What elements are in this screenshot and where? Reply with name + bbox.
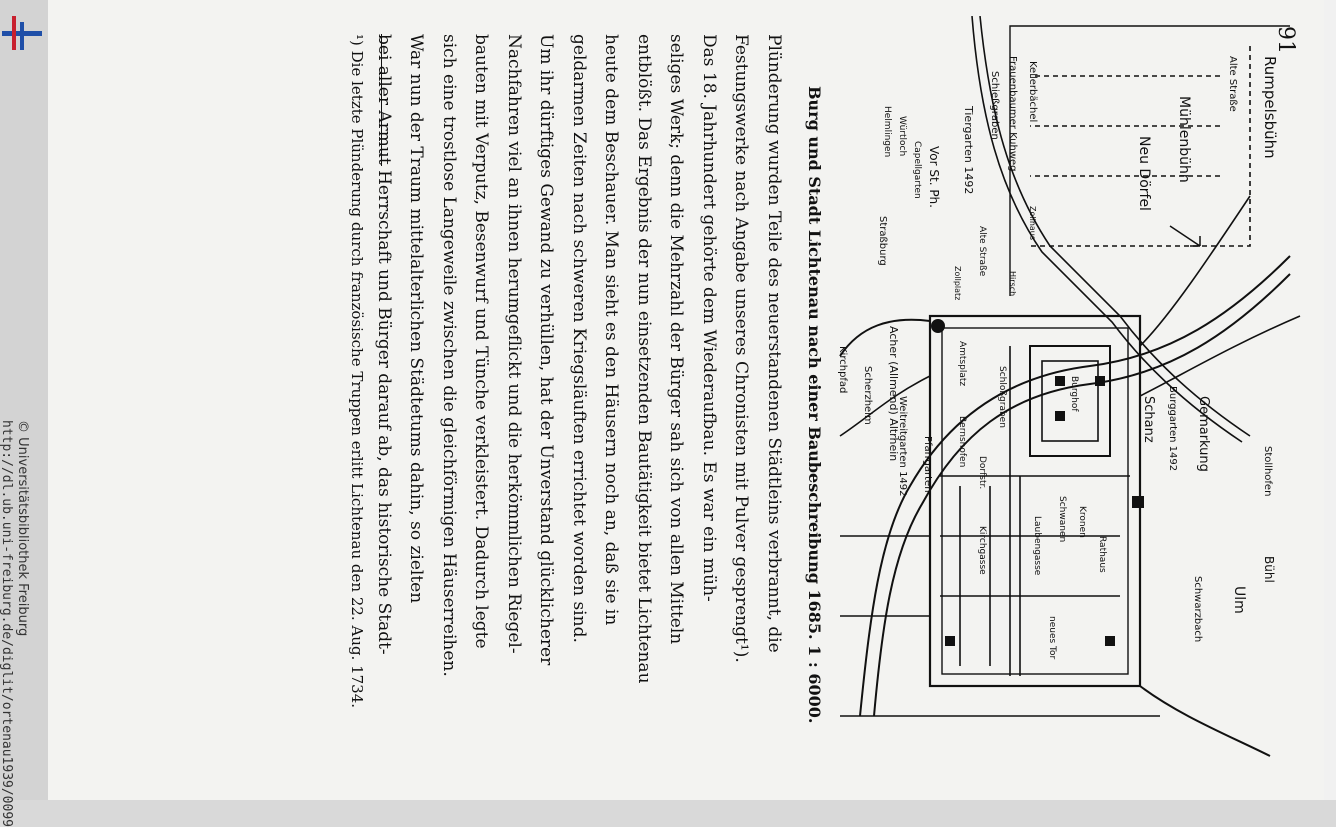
label-helmlingen: Helmlingen [882, 106, 892, 157]
label-schwanen: Schwanen [1057, 496, 1067, 542]
label-strassburg: Straßburg [877, 216, 888, 266]
label-alte-strasse-top: Alte Straße [1227, 56, 1238, 112]
label-buehl: Bühl [1262, 556, 1276, 583]
body-line: Festungswerke nach Angabe unseres Chroni… [731, 34, 752, 663]
label-dorfstrasse: Dorfstr. [977, 456, 987, 489]
label-hirsch: Hirsch [1008, 271, 1017, 296]
label-vor-strasse: Vor St. Ph. [927, 146, 941, 208]
copyright-notice: © Universitätsbibliothek Freiburg [15, 420, 30, 637]
source-url[interactable]: http://dl.ub.uni-freiburg.de/diglit/orte… [0, 420, 14, 827]
body-text: Plünderung wurden Teile des neuerstanden… [368, 34, 791, 734]
label-amtsplatz: Amtsplatz [957, 341, 967, 386]
body-line: bei aller Armut Herrschaft und Bürger da… [374, 34, 394, 655]
library-logo-icon [2, 16, 42, 50]
label-alte-strasse-mid: Alte Straße [977, 226, 987, 277]
label-bernhardshofen: Bernshofen [957, 416, 967, 467]
label-zollhaus: Zollhaus [1028, 206, 1037, 240]
sidebar: http://dl.ub.uni-freiburg.de/diglit/orte… [0, 0, 48, 827]
town-map: Rumpelsbühn Alte Straße Mühlenbühn Neu D… [837, 16, 1301, 757]
label-wuertloch: Würtloch [897, 116, 907, 156]
body-line: Um ihr dürftiges Gewand zu verhüllen, ha… [536, 34, 557, 666]
label-rathaus: Rathaus [1097, 536, 1107, 573]
body-line: sich eine trostlose Langeweile zwischen … [439, 34, 459, 677]
label-kirchpfad: Kirchpfad [837, 346, 848, 393]
label-laubengasse: Laubengasse [1032, 516, 1042, 576]
label-scherzheim: Scherzheim [862, 366, 873, 425]
scanned-page: 91 [48, 0, 1324, 800]
body-line: Plünderung wurden Teile des neuerstanden… [764, 34, 784, 653]
body-line: bauten mit Verputz, Besenwurf und Tünche… [471, 34, 492, 649]
body-line: geldarmen Zeiten nach schweren Kriegsläu… [569, 34, 589, 643]
label-kellerbaechel: Kellerbächel [1027, 61, 1038, 122]
label-schanz: Schanz [1141, 396, 1156, 443]
label-acher: Acher (Allmend) Altrhein [887, 326, 900, 461]
label-stollhofen: Stollhofen [1262, 446, 1273, 496]
body-line: seliges Werk; denn die Mehrzahl der Bürg… [666, 34, 687, 645]
body-line: Das 18. Jahrhundert gehörte dem Wiederau… [699, 34, 719, 602]
label-kronen: Kronen [1077, 506, 1087, 538]
label-pfarrgarten: Pfarrgarten [922, 436, 933, 493]
label-neues-tor: neues Tor [1047, 616, 1057, 660]
label-muehlenbuehn: Mühlenbühn [1176, 96, 1192, 183]
body-line: heute dem Beschauer. Man sieht es den Hä… [601, 34, 622, 626]
label-frauenbaumer-kuhweg: Frauenbaumer Kuhweg [1007, 56, 1018, 172]
body-line: Nachfahren viel an ihnen herumgeflickt u… [504, 34, 524, 654]
body-line: War nun der Traum mittelalterlichen Städ… [406, 34, 427, 604]
label-burggarten: Burggarten 1492 [1167, 386, 1178, 471]
label-schlossgraben: Schloßgraben [997, 366, 1007, 428]
label-ulm: Ulm [1231, 586, 1247, 614]
label-tiergarten: Tiergarten 1492 [962, 105, 975, 194]
scrollbar[interactable] [1324, 0, 1336, 800]
label-gemarkung: Gemarkung [1196, 396, 1211, 472]
label-weitreitgarten: Weitreitgarten 1492 [897, 396, 908, 497]
label-schiessgraben: Schießgraben [989, 71, 1000, 140]
label-schwarzbach: Schwarzbach [1192, 576, 1203, 642]
label-zollplatz: Zollplatz [953, 266, 962, 300]
body-line: entblößt. Das Ergebnis der nun einsetzen… [634, 34, 654, 684]
label-capellgarten: Capellgarten [912, 141, 922, 199]
footnote: ¹) Die letzte Plünderung durch französis… [348, 34, 366, 709]
north-arrow-icon [1169, 225, 1201, 247]
label-rumpelsbuehn: Rumpelsbühn [1261, 56, 1279, 159]
map-caption: Burg und Stadt Lichtenau nach einer Baub… [805, 86, 824, 724]
rotated-page-content: 91 [220, 16, 1310, 784]
label-burghof: Burghof [1069, 376, 1079, 412]
label-neudoerfel: Neu Dörfel [1136, 136, 1152, 211]
label-kirchgasse: Kirchgasse [977, 526, 987, 575]
footnote-rule [381, 34, 382, 166]
